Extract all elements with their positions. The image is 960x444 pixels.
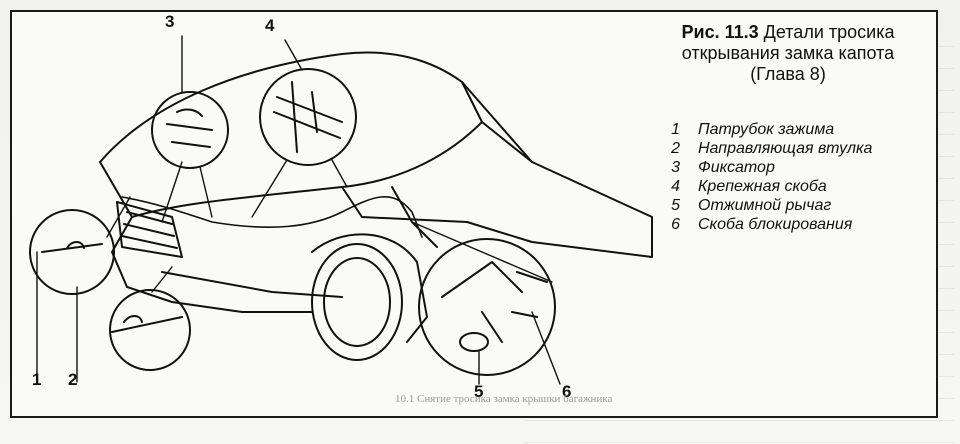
legend-item: 6 Скоба блокирования <box>668 215 872 234</box>
detail-circle-4 <box>259 68 357 166</box>
legend-label: Крепежная скоба <box>698 178 827 195</box>
windscreen <box>461 81 653 258</box>
legend-item: 1 Патрубок зажима <box>668 120 872 139</box>
legend-label: Направляющая втулка <box>698 140 873 157</box>
figure-title-line2: открывания замка капота <box>681 43 895 63</box>
legend-item: 2 Направляющая втулка <box>668 139 872 158</box>
callout-3: 3 <box>165 12 175 31</box>
callout-1: 1 <box>32 370 42 389</box>
hood-outline <box>99 51 483 218</box>
caption-line-1: Рис. 11.3 Детали тросика <box>644 22 932 43</box>
figure-title-line3: (Глава 8) <box>750 64 826 84</box>
legend-num: 2 <box>671 140 680 157</box>
detail-circle-2 <box>109 289 191 371</box>
legend-num: 3 <box>671 159 680 176</box>
front-wheel <box>311 243 403 361</box>
detail-circle-1 <box>29 209 115 295</box>
figure-caption: Рис. 11.3 Детали тросика открывания замк… <box>644 22 932 85</box>
callout-5: 5 <box>474 382 484 401</box>
callout-2: 2 <box>68 370 78 389</box>
legend-label: Фиксатор <box>698 159 775 176</box>
legend-label: Скоба блокирования <box>698 216 853 233</box>
grille <box>116 201 183 258</box>
legend-item: 5 Отжимной рычаг <box>668 196 872 215</box>
legend-item: 3 Фиксатор <box>668 158 872 177</box>
legend-item: 4 Крепежная скоба <box>668 177 872 196</box>
detail-circle-5-6 <box>418 238 556 376</box>
detail-circle-3 <box>151 91 229 169</box>
legend-num: 1 <box>671 121 680 138</box>
legend-label: Отжимной рычаг <box>698 197 832 214</box>
front-fascia <box>111 216 313 313</box>
legend-num: 5 <box>671 197 680 214</box>
legend-label: Патрубок зажима <box>698 121 835 138</box>
parts-legend: 1 Патрубок зажима 2 Направляющая втулка 3 Ф… <box>668 120 872 234</box>
legend-num: 4 <box>671 178 680 195</box>
callout-4: 4 <box>265 16 275 35</box>
legend-num: 6 <box>671 216 680 233</box>
car-hood-illustration <box>29 35 653 385</box>
figure-number: Рис. 11.3 <box>681 22 759 42</box>
release-cable <box>121 196 423 238</box>
bleed-caption: 10.1 Снятие тросика замка крышки багажни… <box>395 393 613 405</box>
callout-6: 6 <box>562 382 572 401</box>
figure-title-line1: Детали тросика <box>763 22 895 42</box>
